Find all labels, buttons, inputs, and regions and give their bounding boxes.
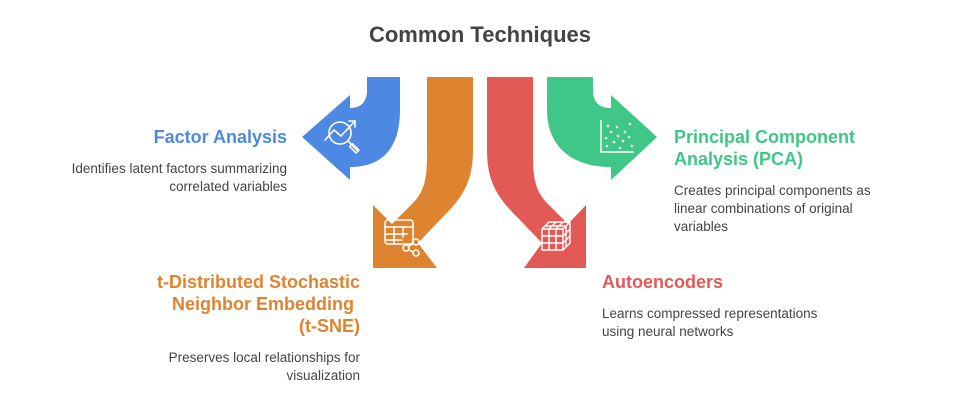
arrow-factor-analysis <box>302 77 400 180</box>
technique-factor-analysis: Factor Analysis Identifies latent factor… <box>30 126 287 196</box>
description-line: using neural networks <box>602 324 734 339</box>
description-line: Identifies latent factors summarizing <box>71 161 287 176</box>
description-line: Creates principal components as <box>674 183 871 198</box>
chart-search-icon <box>324 120 360 154</box>
description-line: variables <box>674 219 729 234</box>
technique-tsne: t-Distributed Stochastic Neighbor Embedd… <box>100 271 360 385</box>
cube-grid-icon <box>541 221 571 251</box>
description-line: visualization <box>286 368 360 383</box>
title-line: Neighbor Embedding <box>172 294 354 314</box>
technique-title: Factor Analysis <box>153 127 287 147</box>
arrow-autoencoders <box>487 77 586 268</box>
technique-description: Learns compressed representations using … <box>602 305 862 341</box>
description-line: correlated variables <box>169 179 287 194</box>
technique-description: Identifies latent factors summarizing co… <box>30 160 287 196</box>
title-line: Principal Component <box>674 127 856 147</box>
technique-title: Autoencoders <box>602 272 724 292</box>
technique-title: t-Distributed Stochastic Neighbor Embedd… <box>100 271 360 337</box>
scatter-plot-icon <box>600 120 634 153</box>
arrow-pca <box>547 77 657 180</box>
description-line: linear combinations of original <box>674 201 853 216</box>
technique-description: Creates principal components as linear c… <box>674 182 934 236</box>
technique-pca: Principal Component Analysis (PCA) Creat… <box>674 126 934 236</box>
technique-title: Principal Component Analysis (PCA) <box>674 126 934 170</box>
description-line: Preserves local relationships for <box>168 350 360 365</box>
technique-description: Preserves local relationships for visual… <box>100 349 360 385</box>
title-line: t-Distributed Stochastic <box>156 272 360 292</box>
title-line: (t-SNE) <box>299 316 360 336</box>
diagram-title: Common Techniques <box>368 22 592 47</box>
table-share-icon <box>384 219 420 257</box>
technique-autoencoders: Autoencoders Learns compressed represent… <box>602 271 862 341</box>
title-line: Analysis (PCA) <box>674 149 804 169</box>
description-line: Learns compressed representations <box>602 306 818 321</box>
